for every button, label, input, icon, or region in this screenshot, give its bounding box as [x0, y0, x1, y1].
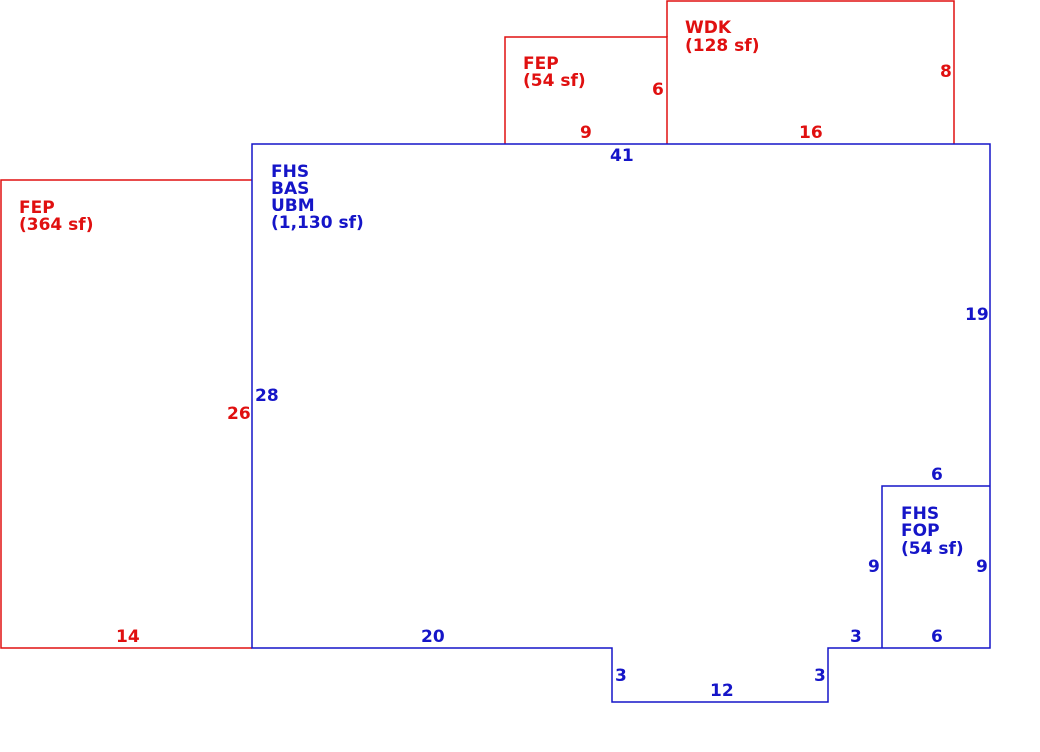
main-code-ubm: UBM	[271, 196, 315, 216]
wdk-outline	[666, 0, 955, 144]
fep-left-outline	[0, 179, 252, 649]
dim-bump-right: 3	[814, 666, 826, 686]
dim-fop-right: 9	[976, 557, 988, 577]
main-structure-outline	[251, 143, 991, 703]
dim-fep-left-width: 14	[116, 627, 140, 647]
dim-bump-bottom: 12	[710, 681, 734, 701]
fop-code-fop: FOP	[901, 521, 940, 541]
dim-wdk-height: 8	[940, 62, 952, 82]
fop-outline	[881, 485, 990, 648]
main-area: (1,130 sf)	[271, 213, 364, 233]
dim-fop-bottom: 6	[931, 627, 943, 647]
dim-main-right: 19	[965, 305, 989, 325]
dim-main-bottom-left: 20	[421, 627, 445, 647]
fep-left-area: (364 sf)	[19, 215, 93, 235]
fep-top-area: (54 sf)	[523, 71, 586, 91]
main-code-bas: BAS	[271, 179, 309, 199]
fop-area: (54 sf)	[901, 539, 964, 559]
fep-top-outline	[504, 36, 668, 144]
dim-fep-top-width: 9	[580, 123, 592, 143]
dim-bump-left: 3	[615, 666, 627, 686]
dim-fep-top-height: 6	[652, 80, 664, 100]
wdk-area: (128 sf)	[685, 36, 759, 56]
dim-wdk-width: 16	[799, 123, 823, 143]
dim-fep-left-height: 26	[227, 404, 251, 424]
fop-code-fhs: FHS	[901, 504, 939, 524]
main-code-fhs: FHS	[271, 162, 309, 182]
dim-fop-left: 9	[868, 557, 880, 577]
dim-main-bottom-right: 3	[850, 627, 862, 647]
dim-main-left: 28	[255, 386, 279, 406]
fep-left-code: FEP	[19, 198, 55, 218]
wdk-code: WDK	[685, 18, 732, 38]
dim-main-top: 41	[610, 146, 634, 166]
fep-top-code: FEP	[523, 54, 559, 74]
dim-fop-top: 6	[931, 465, 943, 485]
